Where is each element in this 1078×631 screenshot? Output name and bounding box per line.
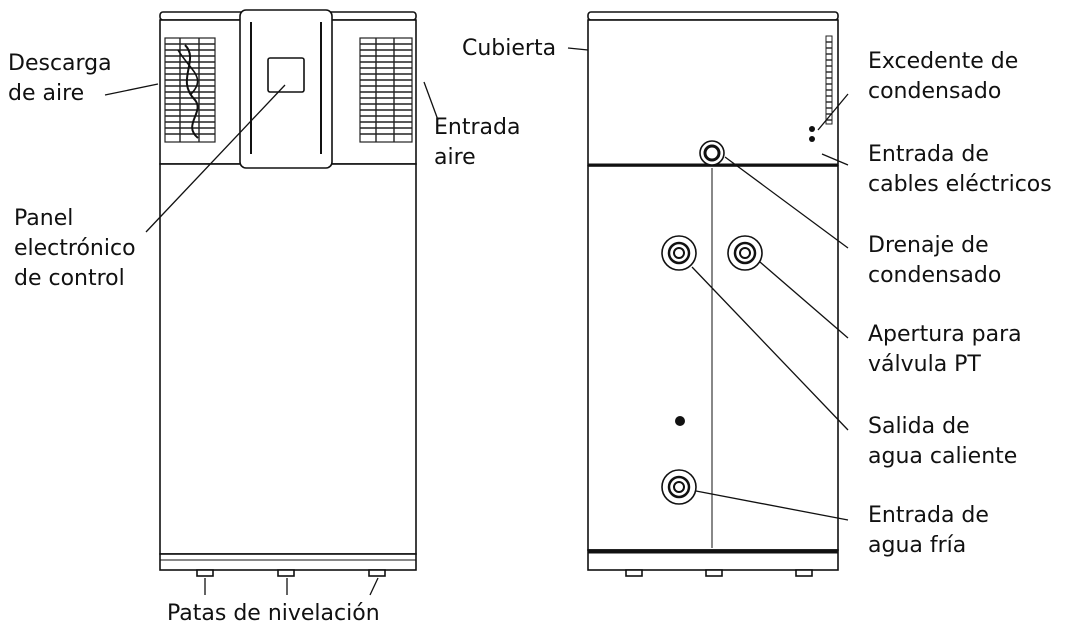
label-descarga-aire: Descarga de aire xyxy=(8,51,119,106)
pt-valve-port xyxy=(727,235,763,271)
back-foot-right xyxy=(795,569,813,577)
back-foot-left xyxy=(625,569,643,577)
label-patas-nivelacion: Patas de nivelación xyxy=(167,601,380,626)
air-discharge-grille xyxy=(164,37,216,143)
label-salida-agua-caliente: Salida de agua caliente xyxy=(868,414,1017,469)
label-excedente-condensado: Excedente de condensado xyxy=(868,49,1025,104)
back-foot-center xyxy=(705,569,723,577)
control-display xyxy=(267,57,305,93)
label-cubierta: Cubierta xyxy=(462,36,556,61)
condensate-overflow-holes xyxy=(809,126,815,142)
front-view-unit xyxy=(159,9,417,577)
front-tank-body xyxy=(159,163,417,555)
sensor-plug xyxy=(675,416,685,426)
hot-water-outlet-port xyxy=(661,235,697,271)
leader-lines xyxy=(104,47,849,596)
cold-water-inlet-port xyxy=(661,469,697,505)
front-foot-center xyxy=(277,569,295,577)
label-entrada-aire: Entrada aire xyxy=(434,115,527,170)
back-view-unit xyxy=(587,11,839,577)
label-panel-control: Panel electrónico de control xyxy=(14,206,143,291)
side-vent-strip xyxy=(825,35,833,125)
electronic-control-panel xyxy=(239,9,333,169)
front-foot-left xyxy=(196,569,214,577)
front-foot-right xyxy=(368,569,386,577)
back-tank-body xyxy=(587,165,839,551)
label-drenaje-condensado: Drenaje de condensado xyxy=(868,233,1001,288)
condensate-drain-port xyxy=(699,140,725,166)
label-entrada-cables: Entrada de cables eléctricos xyxy=(868,142,1052,197)
label-entrada-agua-fria: Entrada de agua fría xyxy=(868,503,996,558)
label-valvula-pt: Apertura para válvula PT xyxy=(868,322,1029,377)
front-base-band xyxy=(159,553,417,571)
air-inlet-grille xyxy=(359,37,413,143)
